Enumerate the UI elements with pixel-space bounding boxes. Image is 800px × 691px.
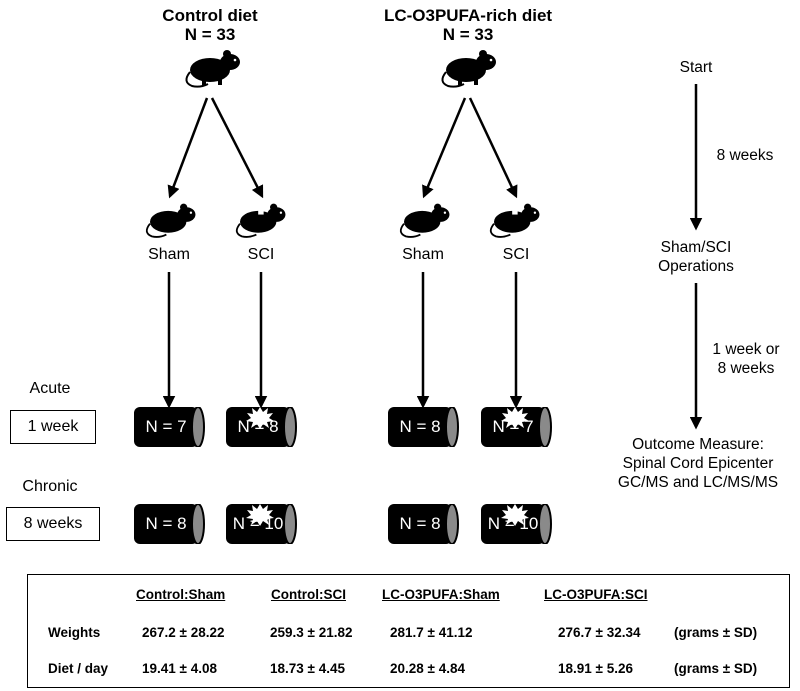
injury-mark [512, 210, 518, 215]
branch-label-sham: Sham [148, 246, 190, 263]
operations-line-2: Operations [658, 258, 734, 275]
table-cell: 259.3 ± 21.82 [270, 625, 353, 640]
branch-label-sham: Sham [402, 246, 444, 263]
rat-icon [489, 203, 540, 238]
group-count: N = 10 [487, 514, 539, 533]
interval2-line-2: 8 weeks [717, 360, 775, 377]
table-cell: 18.73 ± 4.45 [270, 661, 345, 676]
cylinder-icon: N = 8 [388, 504, 460, 544]
cylinder-icon: N = 7 [481, 407, 553, 447]
table-cell: 19.41 ± 4.08 [142, 661, 217, 676]
rat-icon [145, 203, 196, 238]
arrow-lc-to-sham [422, 97, 467, 199]
table-cell: 276.7 ± 32.34 [558, 625, 641, 640]
cylinder-icon: N = 8 [388, 407, 460, 447]
timeline-start: Start [679, 59, 713, 76]
table-header: LC-O3PUFA:Sham [382, 587, 500, 602]
group-count: N = 7 [145, 417, 187, 436]
table-cell: 267.2 ± 28.22 [142, 625, 225, 640]
chronic-time-text: 8 weeks [23, 515, 83, 532]
rat-icon [235, 203, 286, 238]
cylinder-icon: N = 8 [226, 407, 298, 447]
arrow-control-to-sham [167, 97, 209, 199]
chronic-time-box: 8 weeks [6, 507, 100, 541]
rat-icon [399, 203, 450, 238]
cylinder-icon: N = 8 [134, 504, 206, 544]
cylinder-icon: N = 7 [134, 407, 206, 447]
outcome-line-3: GC/MS and LC/MS/MS [617, 474, 779, 491]
table-cell: 18.91 ± 5.26 [558, 661, 633, 676]
table-header: Control:Sham [136, 587, 226, 602]
injury-burst-icon [246, 407, 274, 429]
branch-label-sci: SCI [247, 246, 275, 263]
cylinder-icon: N = 10 [481, 504, 553, 544]
timeline-outcome: Outcome Measure: Spinal Cord Epicenter G… [600, 435, 796, 492]
acute-time-text: 1 week [27, 418, 79, 435]
timeline-interval-1: 8 weeks [716, 147, 774, 164]
outcome-line-2: Spinal Cord Epicenter [622, 455, 774, 472]
table-header: Control:SCI [271, 587, 346, 602]
row-label-weights: Weights [48, 625, 101, 640]
arrow-control-to-sci [210, 97, 264, 199]
branch-label-sci: SCI [502, 246, 530, 263]
chronic-label: Chronic [22, 478, 78, 495]
control-diet-title: Control diet N = 33 [162, 6, 258, 44]
rat-icon [441, 50, 496, 88]
operations-line-1: Sham/SCI [660, 239, 732, 256]
interval2-line-1: 1 week or [712, 341, 780, 358]
injury-mark [258, 210, 264, 215]
group-count: N = 10 [232, 514, 284, 533]
arrow-lc-to-sci [468, 97, 518, 199]
injury-burst-icon [246, 504, 274, 526]
table-cell: 20.28 ± 4.84 [390, 661, 465, 676]
unit-label: (grams ± SD) [674, 625, 758, 640]
acute-time-box: 1 week [10, 410, 96, 444]
group-count: N = 8 [399, 514, 441, 533]
rat-icon [185, 50, 240, 88]
group-count: N = 8 [145, 514, 187, 533]
table-header: LC-O3PUFA:SCI [544, 587, 648, 602]
group-count: N = 8 [399, 417, 441, 436]
group-count: N = 7 [492, 417, 534, 436]
unit-label: (grams ± SD) [674, 661, 758, 676]
injury-burst-icon [501, 407, 529, 429]
acute-label: Acute [29, 380, 71, 397]
group-count: N = 8 [237, 417, 279, 436]
cylinder-icon: N = 10 [226, 504, 298, 544]
timeline-operations: Sham/SCI Operations [628, 238, 764, 276]
row-label-diet: Diet / day [48, 661, 109, 676]
table-cell: 281.7 ± 41.12 [390, 625, 473, 640]
outcome-line-1: Outcome Measure: [632, 436, 764, 453]
lc-diet-title: LC-O3PUFA-rich diet N = 33 [383, 6, 553, 44]
injury-burst-icon [501, 504, 529, 526]
timeline-interval-2: 1 week or 8 weeks [698, 340, 794, 378]
summary-table: Control:Sham Control:SCI LC-O3PUFA:Sham … [27, 574, 790, 688]
